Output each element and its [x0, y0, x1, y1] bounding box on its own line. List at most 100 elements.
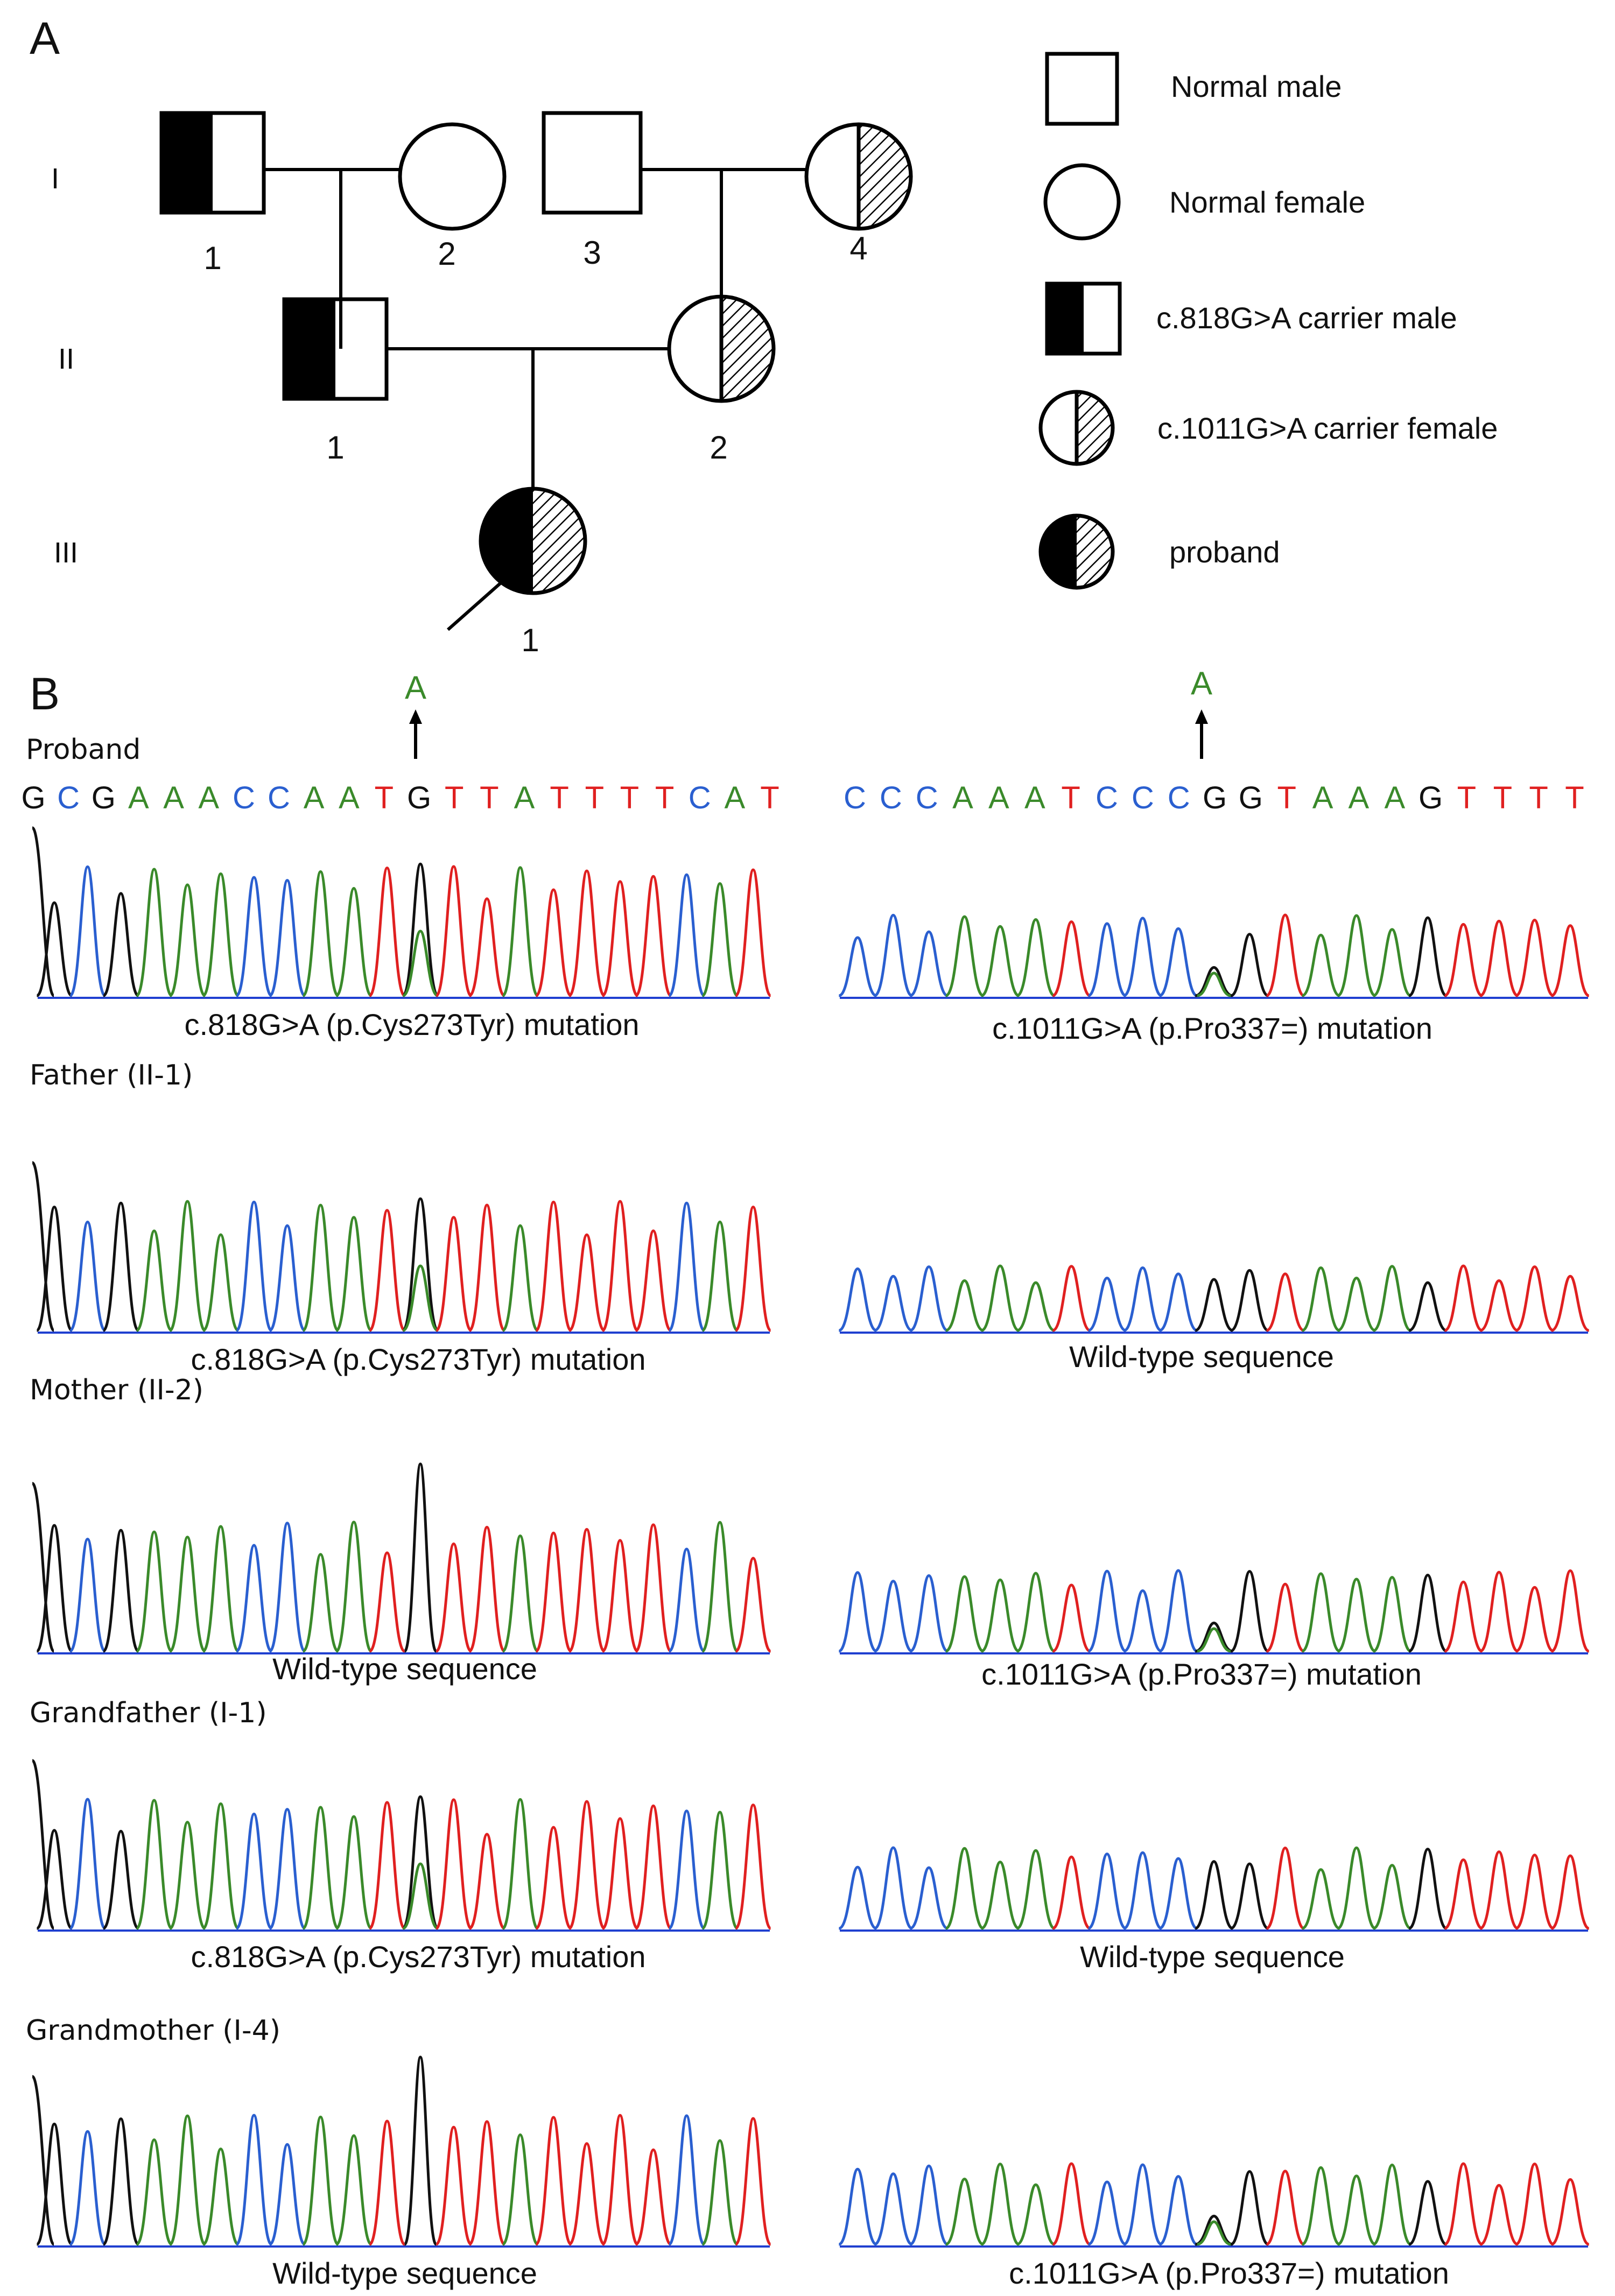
trace-peak-left-row-4-3	[136, 2138, 173, 2246]
person-label-grandfather: Grandfather (I-1)	[30, 1697, 267, 1729]
trace-peak-left-row-1-11-g	[402, 1197, 439, 1332]
generation-label-iii: III	[54, 537, 78, 569]
trace-peak-right-row-1-19	[1515, 1265, 1554, 1332]
trace-peak-right-row-0-2	[909, 930, 949, 997]
trace-lead-peak-row-3	[31, 1759, 55, 1930]
trace-peak-right-row-0-14	[1337, 914, 1376, 997]
trace-peak-left-row-2-13	[468, 1525, 506, 1653]
legend-normal-female-symbol	[1043, 163, 1121, 241]
trace-peak-right-row-3-3	[945, 1847, 984, 1930]
caption-mother-left: Wild-type sequence	[272, 1652, 537, 1686]
trace-peak-left-row-4-15	[535, 2116, 573, 2246]
sequence-base-left-21: T	[760, 780, 779, 815]
trace-peak-right-row-3-19	[1515, 1854, 1554, 1930]
sequence-base-right-13: A	[1312, 780, 1333, 815]
trace-peak-right-row-0-8	[1123, 917, 1162, 997]
trace-peak-right-row-2-2	[909, 1574, 949, 1653]
sequence-base-right-6: T	[1061, 780, 1080, 815]
trace-peak-left-row-1-10	[368, 1209, 406, 1332]
sequence-base-left-5: A	[198, 780, 219, 815]
trace-peak-left-row-2-17	[601, 1539, 638, 1653]
trace-peak-right-row-1-5	[1016, 1281, 1055, 1332]
trace-peak-right-row-4-20	[1551, 2178, 1590, 2246]
trace-peak-left-row-0-4	[169, 883, 206, 997]
trace-peak-left-row-4-6	[235, 2114, 273, 2246]
caption-grandmother-right: c.1011G>A (p.Pro337=) mutation	[1009, 2256, 1449, 2290]
trace-peak-right-row-4-12	[1266, 2170, 1305, 2246]
trace-peak-left-row-0-3	[135, 868, 173, 997]
sequence-base-right-20: T	[1565, 780, 1584, 815]
trace-peak-right-row-1-8	[1123, 1266, 1162, 1332]
sequence-base-left-18: T	[655, 780, 674, 815]
trace-peak-left-row-0-17	[601, 880, 638, 997]
legend-carrier-female-symbol	[1038, 390, 1115, 466]
trace-peak-left-row-0-9	[335, 887, 373, 997]
trace-peak-left-row-2-5	[202, 1525, 240, 1653]
trace-peak-left-row-2-1	[69, 1538, 106, 1653]
trace-peak-right-row-0-10-a	[1197, 971, 1231, 997]
legend-label-normal-female: Normal female	[1169, 185, 1365, 219]
sequence-base-left-19: C	[689, 780, 711, 815]
trace-peak-left-row-3-11-a	[402, 1862, 439, 1930]
trace-peak-right-row-4-3	[945, 2178, 984, 2246]
trace-peak-left-row-0-20	[701, 882, 739, 997]
trace-peak-left-row-2-12	[435, 1542, 472, 1653]
individual-number-iii1: 1	[521, 622, 539, 658]
trace-peak-right-row-3-0	[838, 1865, 877, 1930]
trace-peak-left-row-1-20	[701, 1220, 739, 1332]
trace-peak-left-row-0-6	[235, 876, 273, 997]
caption-proband-right: c.1011G>A (p.Pro337=) mutation	[992, 1011, 1433, 1045]
caption-mother-right: c.1011G>A (p.Pro337=) mutation	[981, 1657, 1422, 1691]
trace-peak-right-row-0-20	[1551, 924, 1590, 997]
sequence-base-right-4: A	[988, 780, 1009, 815]
trace-peak-right-row-1-9	[1159, 1272, 1198, 1332]
chromatogram-traces	[31, 826, 1590, 2248]
trace-peak-right-row-2-11	[1230, 1570, 1269, 1653]
trace-peak-right-row-0-7	[1087, 922, 1127, 997]
trace-peak-right-row-4-9	[1158, 2175, 1198, 2246]
trace-lead-peak-row-4	[31, 2075, 55, 2246]
sequence-base-left-2: G	[92, 780, 116, 815]
pedigree-i4-carrier-female	[804, 122, 913, 231]
trace-peak-right-row-3-11	[1230, 1862, 1269, 1930]
trace-peak-right-row-3-13	[1301, 1868, 1340, 1930]
trace-lead-peak-row-1	[31, 1161, 55, 1332]
trace-peak-left-row-4-7	[269, 2143, 306, 2246]
trace-peak-left-row-3-10	[368, 1801, 406, 1930]
trace-peak-left-row-2-2	[102, 1529, 140, 1653]
sequence-base-left-17: T	[620, 780, 639, 815]
legend-normal-male-symbol	[1045, 52, 1119, 126]
sequence-base-right-17: T	[1457, 780, 1476, 815]
pedigree-i1-carrier-male	[159, 111, 266, 215]
sequence-base-left-15: T	[550, 780, 568, 815]
sequence-base-right-11: G	[1239, 780, 1263, 815]
sequence-base-left-8: A	[304, 780, 325, 815]
trace-peak-left-row-4-10	[368, 2119, 406, 2246]
trace-peak-left-row-1-16	[568, 1233, 605, 1332]
trace-peak-right-row-0-19	[1515, 919, 1554, 997]
trace-peak-left-row-1-1	[69, 1220, 106, 1332]
panel-a-label: A	[30, 13, 60, 64]
generation-label-ii: II	[58, 343, 74, 375]
trace-peak-right-row-0-13	[1301, 933, 1340, 997]
trace-peak-right-row-0-12	[1266, 913, 1305, 997]
individual-number-ii2: 2	[710, 429, 727, 466]
trace-peak-left-row-2-10	[369, 1551, 405, 1653]
trace-peak-right-row-3-20	[1550, 1854, 1590, 1930]
trace-peak-left-row-4-0	[36, 2122, 73, 2246]
sequence-base-right-10: G	[1203, 780, 1227, 815]
trace-peak-right-row-1-16	[1408, 1281, 1447, 1332]
trace-peak-left-row-4-8	[301, 2115, 340, 2246]
trace-peak-right-row-3-7	[1087, 1853, 1127, 1930]
trace-peak-left-row-0-0	[36, 901, 73, 997]
trace-peak-right-row-3-12	[1266, 1847, 1305, 1930]
trace-peak-left-row-2-7	[268, 1522, 306, 1653]
caption-grandfather-right: Wild-type sequence	[1080, 1940, 1345, 1974]
trace-peak-right-row-1-2	[909, 1265, 949, 1332]
pedigree-i2-normal-female	[398, 122, 507, 231]
trace-peak-left-row-0-11-g	[402, 862, 439, 997]
trace-peak-left-row-4-12	[434, 2125, 473, 2246]
pedigree-lines	[264, 168, 806, 489]
